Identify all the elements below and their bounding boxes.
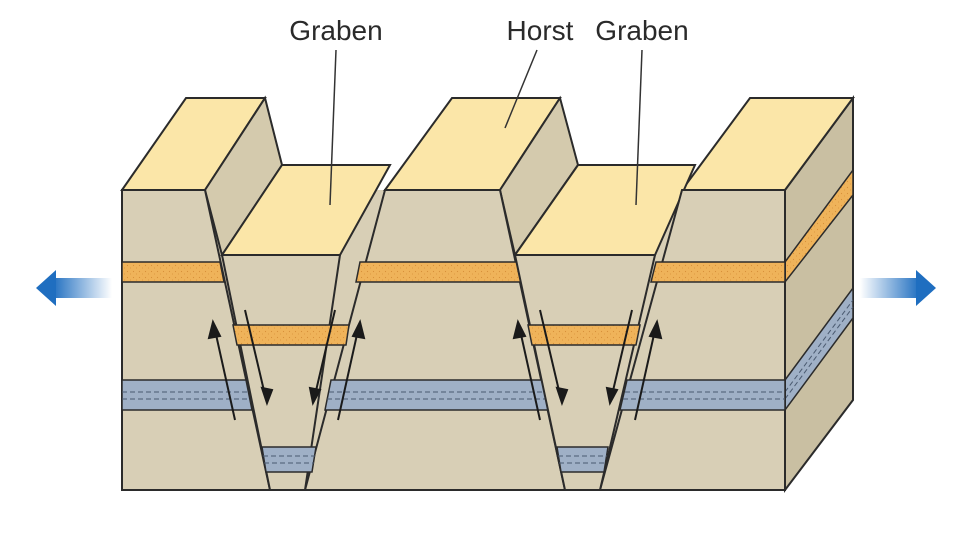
label-graben-right: Graben	[595, 15, 688, 46]
label-horst: Horst	[507, 15, 574, 46]
label-graben-left: Graben	[289, 15, 382, 46]
extension-arrow-left	[36, 270, 112, 306]
extension-arrow-right	[860, 270, 936, 306]
